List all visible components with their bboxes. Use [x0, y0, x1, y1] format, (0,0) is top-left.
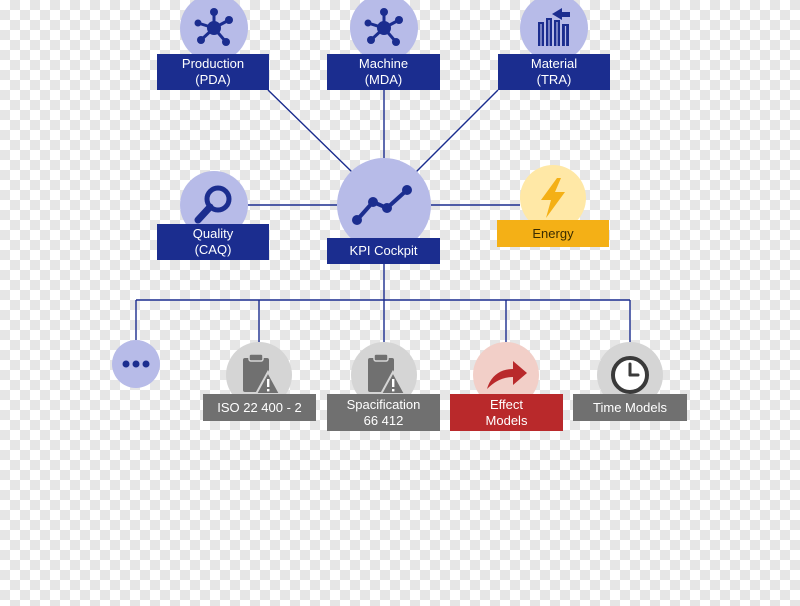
clipboard-warning-icon [368, 353, 406, 395]
production-label[interactable]: Production (PDA) [157, 54, 269, 90]
line-chart-icon [352, 185, 412, 225]
specification-label[interactable]: Spacification 66 412 [327, 394, 440, 431]
connector-material-kpi [415, 89, 499, 173]
kpi-cockpit-node-circle [337, 158, 431, 252]
kpi-cockpit-label[interactable]: KPI Cockpit [327, 238, 440, 264]
effect-models-label[interactable]: Effect Models [450, 394, 563, 431]
material-label[interactable]: Material (TRA) [498, 54, 610, 90]
machine-node-circle [350, 0, 418, 62]
network-icon [194, 8, 233, 46]
more-node-circle[interactable] [112, 340, 160, 388]
production-node-circle [180, 0, 248, 62]
network-icon [364, 8, 403, 46]
clipboard-warning-icon [243, 353, 281, 395]
ellipsis-icon [122, 360, 150, 368]
machine-label[interactable]: Machine (MDA) [327, 54, 440, 90]
iso-label[interactable]: ISO 22 400 - 2 [203, 394, 316, 421]
magnifier-icon [194, 185, 232, 224]
lightning-icon [541, 178, 565, 218]
warehouse-icon [538, 8, 570, 46]
time-models-label[interactable]: Time Models [573, 394, 687, 421]
quality-label[interactable]: Quality (CAQ) [157, 224, 269, 260]
clock-icon [611, 356, 649, 394]
energy-label[interactable]: Energy [497, 220, 609, 247]
material-node-circle [520, 0, 588, 62]
connector-production-kpi [267, 89, 353, 173]
curved-arrow-icon [487, 361, 527, 389]
